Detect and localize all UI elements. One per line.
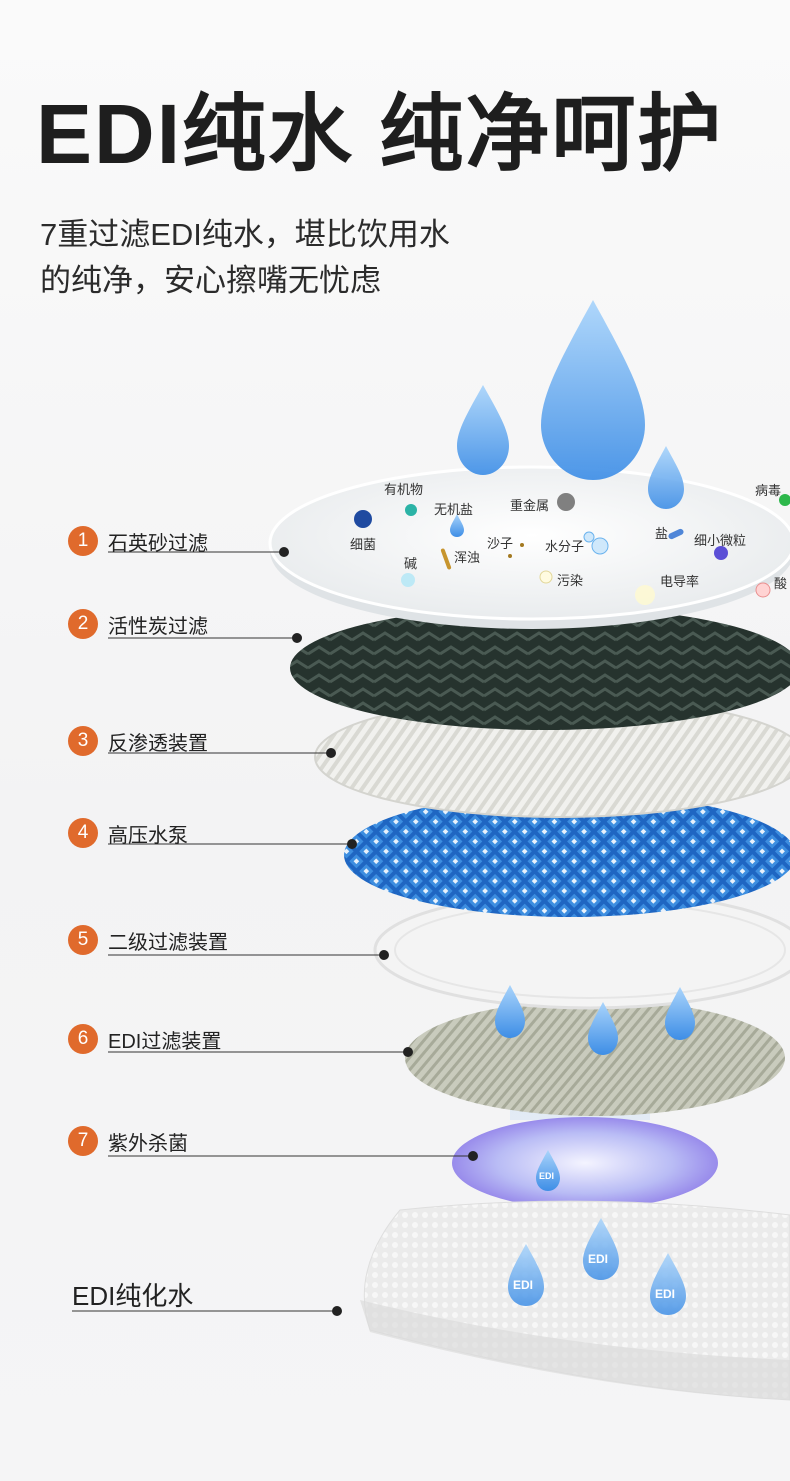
impurity-label-salt: 盐 xyxy=(655,526,669,541)
leader-dot xyxy=(326,748,336,758)
leader-dot xyxy=(279,547,289,557)
layer-number-badge: 2 xyxy=(68,609,98,639)
impurity-label-organic: 有机物 xyxy=(384,482,424,497)
water-drop-icon xyxy=(588,1002,618,1055)
impurity-label-fine-particles: 细小微粒 xyxy=(694,533,747,548)
drop-edi-tag: EDI xyxy=(539,1171,555,1181)
drop-edi-tag: EDI xyxy=(513,1278,534,1292)
particle-dot xyxy=(440,548,452,570)
leader-dot xyxy=(403,1047,413,1057)
particle-dot xyxy=(520,543,524,547)
layer-name: 石英砂过滤 xyxy=(108,532,208,555)
particle-dot xyxy=(539,570,553,584)
water-drop-icon xyxy=(457,385,509,475)
impurity-label-pollution: 污染 xyxy=(557,573,584,588)
particle-dot xyxy=(779,494,790,506)
layer-name: 紫外杀菌 xyxy=(108,1132,188,1155)
water-drop-icon xyxy=(583,1218,619,1280)
layer-number-badge: 7 xyxy=(68,1126,98,1156)
cloth-fold xyxy=(360,1300,790,1400)
layer-uv-disk xyxy=(452,1117,718,1209)
water-drop-icon xyxy=(495,985,525,1038)
impurity-label-bacteria: 细菌 xyxy=(350,537,377,552)
particle-dot xyxy=(508,554,512,558)
drop-edi-tag: EDI xyxy=(655,1287,676,1301)
layer-activated-carbon-disk xyxy=(290,606,790,730)
impurity-label-alkali: 碱 xyxy=(404,556,418,571)
impurity-label-acid: 酸 xyxy=(774,576,788,591)
particle-dot xyxy=(755,582,771,598)
layer-label-7: 7 紫外杀菌 xyxy=(68,1126,188,1156)
layer-high-pressure-mesh-disk xyxy=(344,793,790,917)
leader-dot xyxy=(292,633,302,643)
water-drop-icon xyxy=(541,300,645,480)
layer-number-badge: 6 xyxy=(68,1024,98,1054)
impurity-label-water-molecule: 水分子 xyxy=(545,539,585,554)
water-drop-icon xyxy=(650,1253,686,1315)
particle-dot xyxy=(591,537,609,555)
particle-dot xyxy=(401,573,415,587)
layer-number-badge: 5 xyxy=(68,925,98,955)
impurity-label-heavy-metal: 重金属 xyxy=(510,498,550,513)
leader-dot xyxy=(347,839,357,849)
impurity-label-turbidity: 浑浊 xyxy=(454,550,481,565)
final-layer-label: EDI纯化水 xyxy=(72,1281,194,1311)
impurity-label-sand: 沙子 xyxy=(487,536,514,551)
subtitle-line-2: 的纯净，安心擦嘴无忧虑 xyxy=(40,263,381,298)
water-drop-icon xyxy=(508,1244,544,1306)
layer-number-badge: 1 xyxy=(68,526,98,556)
layer-label-2: 2 活性炭过滤 xyxy=(68,609,208,639)
layer-label-4: 4 高压水泵 xyxy=(68,818,188,848)
layer-label-5: 5 二级过滤装置 xyxy=(68,925,228,955)
layer-label-3: 3 反渗透装置 xyxy=(68,726,208,756)
layer-name: 二级过滤装置 xyxy=(108,931,228,954)
subtitle-line-1: 7重过滤EDI纯水，堪比饮用水 xyxy=(40,217,450,252)
layer-label-1: 1 石英砂过滤 xyxy=(68,526,208,556)
water-drop-icon xyxy=(648,446,684,509)
particle-dot xyxy=(405,504,417,516)
page-title: EDI纯水 纯净呵护 xyxy=(36,87,724,181)
impurity-label-conductivity: 电导率 xyxy=(660,574,700,589)
layer-label-6: 6 EDI过滤装置 xyxy=(68,1024,221,1054)
leader-dot xyxy=(332,1306,342,1316)
impurity-label-inorganic-salt: 无机盐 xyxy=(434,502,474,517)
layer-name: 高压水泵 xyxy=(108,824,188,847)
layer-number-badge: 4 xyxy=(68,818,98,848)
particle-dot xyxy=(583,531,595,543)
water-drop-icon xyxy=(450,514,464,537)
water-drop-icon xyxy=(536,1150,560,1191)
impurity-label-virus: 病毒 xyxy=(755,483,782,498)
particle-dot xyxy=(557,493,575,511)
layer-name: EDI过滤装置 xyxy=(108,1030,222,1053)
layer-number-badge: 3 xyxy=(68,726,98,756)
particle-dot xyxy=(714,546,728,560)
particle-dot xyxy=(354,510,372,528)
page-subtitle: 7重过滤EDI纯水，堪比饮用水 的纯净，安心擦嘴无忧虑 xyxy=(40,212,560,304)
leader-dot xyxy=(379,950,389,960)
water-drop-icon xyxy=(665,987,695,1040)
drop-edi-tag: EDI xyxy=(588,1252,609,1266)
leader-dot xyxy=(468,1151,478,1161)
particle-dot xyxy=(635,585,655,605)
layer-name: 活性炭过滤 xyxy=(108,615,208,638)
particle-dot xyxy=(668,528,684,540)
layer-name: 反渗透装置 xyxy=(108,732,208,755)
